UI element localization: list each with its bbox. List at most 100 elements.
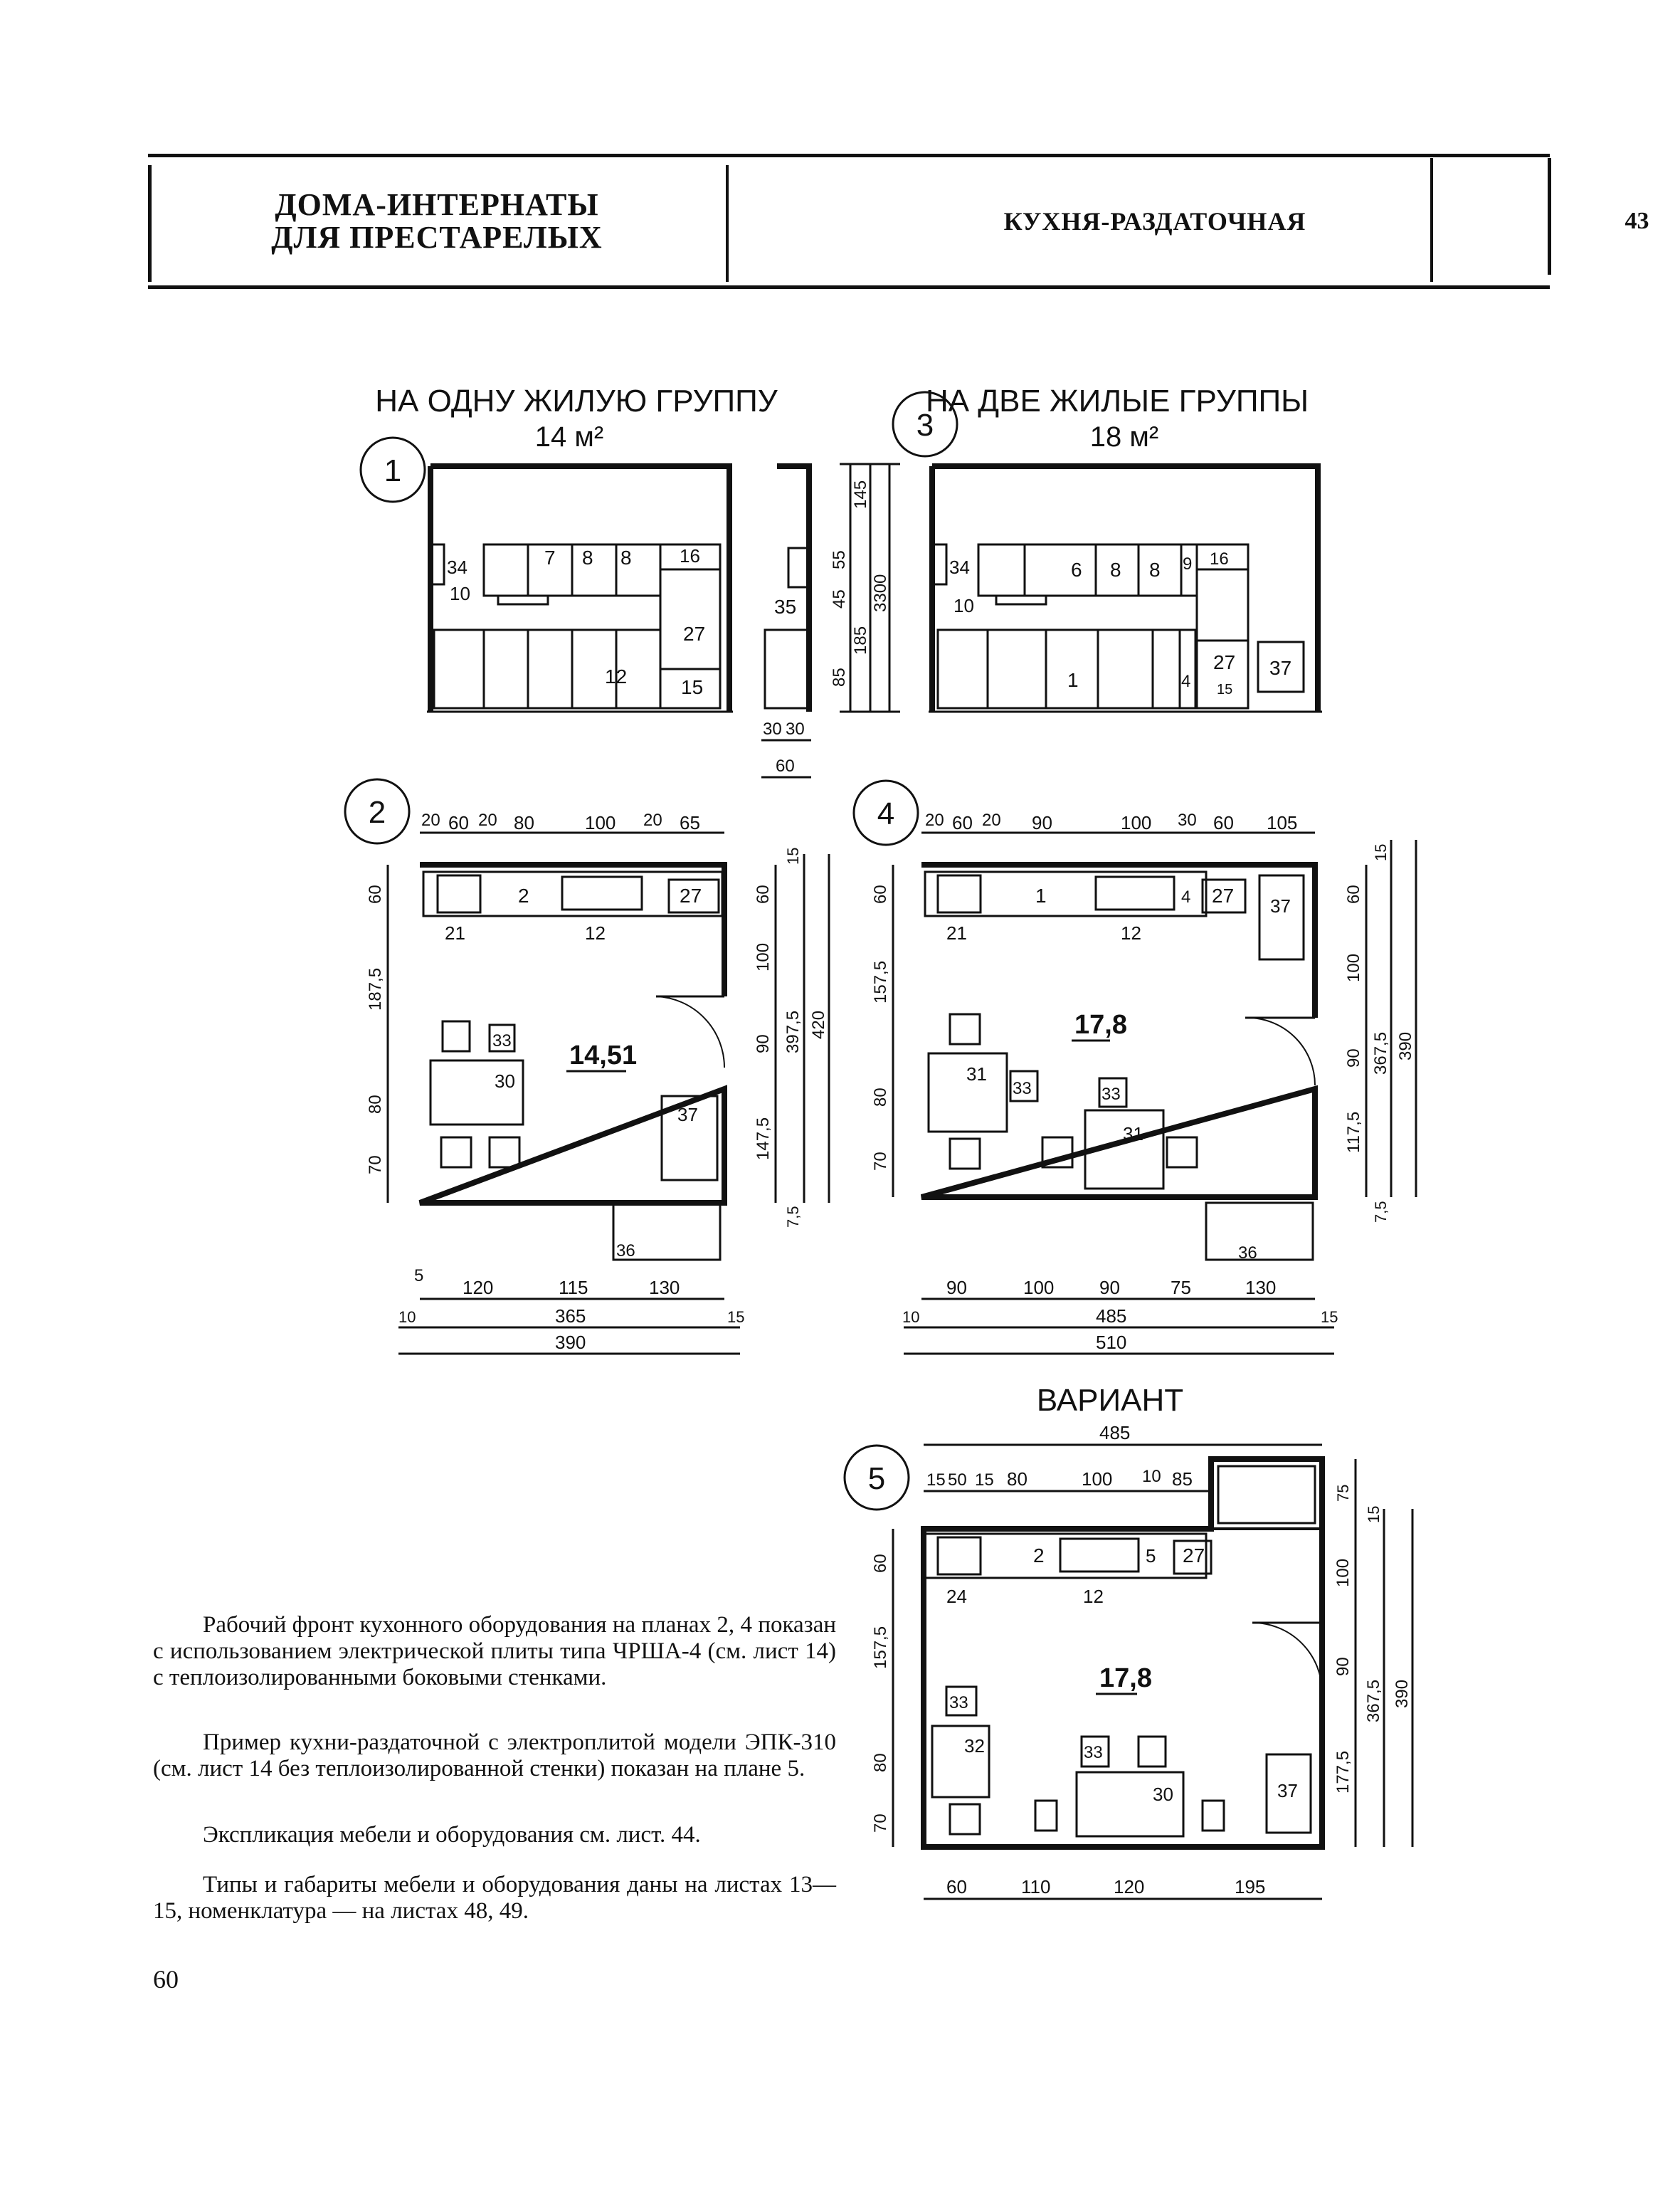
plan2-label-36: 36 [616, 1241, 635, 1260]
plan5-label-37: 37 [1277, 1780, 1298, 1801]
elev1-label-10: 10 [450, 583, 470, 604]
plan-5: 2 5 27 24 12 33 32 33 30 37 17,8 485 15 … [871, 1422, 1414, 1900]
section-title: ДОМА-ИНТЕРНАТЫ ДЛЯ ПРЕСТАРЕЛЫХ [148, 157, 726, 285]
plan5-bottom-dim-3: 195 [1235, 1876, 1265, 1897]
elev1-label-16: 16 [680, 545, 700, 567]
elev1-label-8a: 8 [582, 547, 593, 569]
plan4-right-dim-2: 100 [1344, 954, 1363, 982]
plan2-bottom-total-0: 10 [398, 1308, 416, 1326]
plan4-top-dim-5: 30 [1178, 811, 1197, 830]
sec-dim-30a: 30 [763, 720, 782, 739]
plan4-right-dim-4: 117,5 [1344, 1112, 1363, 1153]
plan-4: 1 4 27 37 21 12 31 33 33 31 36 17,8 20 6… [871, 811, 1417, 1355]
plan2-area: 14,51 [569, 1041, 637, 1070]
plan4-top-dim-2: 20 [982, 811, 1001, 830]
plan4-right-total-0: 367,5 [1371, 1032, 1390, 1075]
plan4-bottom-dim-1: 100 [1023, 1277, 1054, 1298]
plan2-bottom-total-3: 390 [555, 1332, 586, 1353]
plan-marker-3: 3 [892, 391, 958, 458]
plan4-right-dim-3: 90 [1344, 1048, 1363, 1068]
plan5-right-dim-4: 177,5 [1333, 1751, 1353, 1794]
plan5-right-total-0: 367,5 [1364, 1680, 1383, 1722]
plan4-label-33b: 33 [1101, 1085, 1121, 1104]
plan4-bottom-total-1: 485 [1096, 1305, 1126, 1327]
plan4-label-21: 21 [946, 922, 967, 944]
plan5-top-dim-1: 50 [948, 1470, 967, 1490]
note-1: Рабочий фронт кухонного оборудования на … [153, 1612, 836, 1690]
plan4-left-dim-1: 157,5 [871, 961, 890, 1004]
plan-marker-2-label: 2 [369, 795, 386, 830]
plan2-right-dim-1: 60 [754, 885, 773, 904]
plan4-label-12: 12 [1121, 922, 1141, 944]
plan2-right-total-1: 420 [809, 1011, 828, 1039]
plan4-bottom-total-0: 10 [902, 1308, 919, 1326]
plan2-bottom-total-1: 365 [555, 1305, 586, 1327]
plan2-top-dim-6: 65 [680, 812, 700, 833]
plan5-left-dim-1: 157,5 [871, 1626, 890, 1669]
elevation-1: 7 8 8 16 34 10 27 12 15 [427, 463, 733, 713]
plan2-label-12: 12 [585, 922, 606, 944]
section-view: 35 145 55 45 185 85 3300 30 30 60 [761, 463, 900, 779]
plan2-top-dim-5: 20 [643, 811, 662, 830]
plan4-bottom-dim-0: 90 [946, 1277, 967, 1298]
plan-marker-1-label: 1 [384, 453, 401, 488]
plan4-top-dim-7: 105 [1267, 812, 1297, 833]
plan2-bottom-dim-2: 115 [559, 1277, 588, 1298]
plan2-bottom-total-2: 15 [727, 1308, 744, 1326]
plan2-top-dim-4: 100 [585, 812, 616, 833]
plan5-bottom-dim-1: 110 [1021, 1876, 1050, 1897]
sec-dim-85: 85 [830, 668, 849, 687]
one-group-title: НА ОДНУ ЖИЛУЮ ГРУППУ [375, 384, 778, 418]
plan5-top-dim-5: 10 [1142, 1467, 1161, 1486]
page-number: 60 [153, 1965, 179, 1994]
plan4-bottom-dim-4: 130 [1245, 1277, 1276, 1298]
plan2-left-dim-1: 187,5 [366, 968, 385, 1011]
elev1-label-8b: 8 [620, 547, 632, 569]
plan4-label-33a: 33 [1013, 1079, 1032, 1098]
plan4-bottom-dim-2: 90 [1099, 1277, 1120, 1298]
plan-2: 2 27 21 12 33 30 37 36 14,51 20 60 20 80… [366, 811, 830, 1355]
plan-marker-5: 5 [843, 1444, 910, 1511]
plan2-right-dim-5: 7,5 [784, 1206, 802, 1228]
plan4-top-dim-1: 60 [952, 812, 973, 833]
plan2-left-dim-0: 60 [366, 885, 385, 904]
plan5-top-total: 485 [1099, 1422, 1130, 1443]
elev1-label-27: 27 [683, 623, 705, 645]
plan2-label-21: 21 [445, 922, 465, 944]
plan4-right-dim-0: 15 [1372, 844, 1390, 861]
header-divider-right [1548, 158, 1551, 275]
elev1-label-12: 12 [605, 665, 627, 688]
plan5-left-dim-3: 70 [871, 1813, 890, 1833]
plan4-right-dim-1: 60 [1344, 885, 1363, 904]
plan2-label-2: 2 [518, 885, 529, 907]
section-title-line2: ДЛЯ ПРЕСТАРЕЛЫХ [271, 220, 603, 255]
plan5-left-dim-2: 80 [871, 1753, 890, 1772]
plan4-top-dim-0: 20 [925, 811, 944, 830]
elev1-label-15: 15 [681, 676, 703, 698]
plan4-left-dim-2: 80 [871, 1088, 890, 1107]
section-title-line1: ДОМА-ИНТЕРНАТЫ [275, 187, 599, 222]
plan2-label-30: 30 [495, 1070, 515, 1092]
plan4-label-4: 4 [1181, 888, 1190, 907]
plan-marker-4-label: 4 [877, 796, 894, 831]
elev3-label-37: 37 [1269, 657, 1291, 679]
plan4-top-dim-4: 100 [1121, 812, 1151, 833]
section-label-35: 35 [774, 596, 796, 618]
plan5-label-33b: 33 [1084, 1743, 1103, 1762]
sec-dim-total: 3300 [871, 574, 890, 612]
plan5-label-2: 2 [1033, 1544, 1045, 1567]
elev3-label-10: 10 [953, 595, 974, 616]
plan-marker-4: 4 [852, 779, 919, 846]
plan4-left-dim-3: 70 [871, 1152, 890, 1171]
elev3-label-8b: 8 [1149, 559, 1161, 581]
two-groups-area: 18 м² [1090, 421, 1158, 453]
plan5-right-dim-3: 90 [1333, 1657, 1353, 1676]
note-3: Экспликация мебели и оборудования см. ли… [203, 1822, 701, 1848]
plan2-left-dim-3: 70 [366, 1155, 385, 1174]
elev3-label-8a: 8 [1110, 559, 1121, 581]
plan2-label-27: 27 [680, 885, 702, 907]
plan2-top-dim-3: 80 [514, 812, 534, 833]
sec-dim-45: 45 [830, 589, 849, 609]
plan4-bottom-dim-3: 75 [1171, 1277, 1191, 1298]
plan5-bottom-dim-0: 60 [946, 1876, 967, 1897]
